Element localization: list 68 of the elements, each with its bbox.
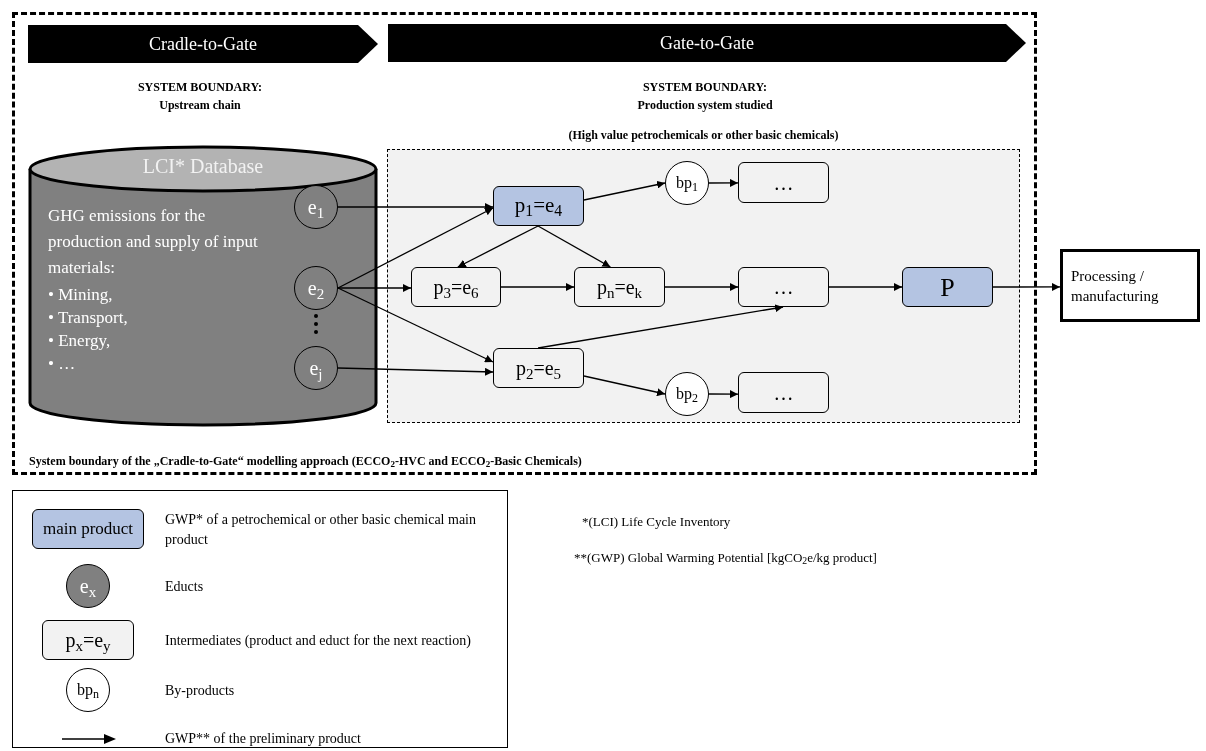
main-product-box bbox=[493, 186, 584, 226]
node-label: p$_{n}$=e$_{k}$ bbox=[596, 275, 643, 302]
area-heading: (High value petrochemicals or other basic chemicals) bbox=[567, 127, 840, 144]
boundary-label: SYSTEM BOUNDARY: bbox=[137, 79, 263, 96]
list-item: • Transport, bbox=[48, 307, 128, 329]
node-label: … bbox=[773, 380, 794, 406]
arrow bbox=[337, 367, 494, 376]
process-box bbox=[1060, 249, 1200, 322]
arrow bbox=[583, 180, 666, 201]
arrow bbox=[708, 390, 739, 399]
list-item: • Energy, bbox=[48, 330, 111, 352]
node-label: main product bbox=[42, 518, 134, 541]
arrow bbox=[583, 375, 666, 397]
node-label: p$_{2}$=e$_{5}$ bbox=[515, 356, 562, 383]
list-item: • Mining, bbox=[48, 284, 113, 306]
node-label: e$_{j}$ bbox=[309, 356, 323, 383]
arrow bbox=[708, 178, 739, 187]
intermediate-box bbox=[42, 620, 134, 660]
footnote: *(LCI) Life Cycle Inventory bbox=[582, 513, 731, 531]
boundary-label: Production system studied bbox=[637, 97, 773, 114]
node-label: e$_{x}$ bbox=[79, 574, 97, 601]
node-label: e$_{1}$ bbox=[307, 195, 325, 222]
list-item: • … bbox=[48, 353, 76, 375]
intermediate-box bbox=[738, 267, 829, 307]
node-label: bp$_{2}$ bbox=[676, 384, 698, 406]
node-label: p$_{3}$=e$_{6}$ bbox=[433, 275, 479, 302]
node-label: Processing / manufacturing bbox=[1070, 266, 1160, 306]
node-label: p$_{x}$=e$_{y}$ bbox=[65, 628, 111, 655]
arrow bbox=[337, 203, 494, 211]
main-product-box bbox=[32, 509, 144, 549]
database-cylinder bbox=[28, 145, 378, 427]
arrow bbox=[992, 282, 1061, 291]
boundary-label: SYSTEM BOUNDARY: bbox=[642, 79, 768, 96]
intermediate-box bbox=[738, 372, 829, 413]
node-label: … bbox=[773, 170, 794, 196]
boundary-label: Upstream chain bbox=[159, 97, 241, 114]
legend-text: GWP** of the preliminary product bbox=[165, 730, 362, 748]
node-label: … bbox=[773, 275, 794, 300]
footnote: **(GWP) Global Warming Potential [kgCO$_{2}$e/kg product] bbox=[574, 549, 877, 568]
legend-text: Educts bbox=[165, 578, 205, 596]
system-boundary-frame bbox=[12, 12, 1037, 475]
boundary-caption: System boundary of the „Cradle-to-Gate“ modelling approach (ECCO$_{2}$-HVC and ECCO$_{2}$-Basic Chemicals) bbox=[29, 453, 582, 470]
arrow bbox=[537, 225, 612, 268]
node-label: bp$_{n}$ bbox=[77, 680, 99, 702]
intermediate-box bbox=[411, 267, 501, 307]
arrow bbox=[337, 207, 494, 289]
node-label: p$_{1}$=e$_{4}$ bbox=[514, 192, 563, 222]
main-product-box bbox=[902, 267, 993, 307]
node-label: P bbox=[940, 271, 955, 304]
database-title: LCI* Database bbox=[141, 154, 265, 179]
arrow bbox=[828, 283, 903, 291]
arrow bbox=[500, 283, 575, 291]
intermediate-box bbox=[574, 267, 665, 307]
description: GHG emissions for the production and supply of input materials: bbox=[48, 205, 259, 279]
node-label: bp$_{1}$ bbox=[676, 173, 698, 195]
legend-text: Intermediates (product and educt for the next reaction) bbox=[165, 632, 472, 650]
arrow bbox=[457, 225, 539, 268]
intermediate-box bbox=[738, 162, 829, 203]
node-label: e$_{2}$ bbox=[307, 276, 325, 303]
arrow bbox=[537, 304, 784, 349]
arrow bbox=[337, 284, 412, 292]
phase-title: Gate-to-Gate bbox=[660, 31, 754, 55]
arrow bbox=[337, 287, 494, 363]
arrow bbox=[664, 283, 739, 291]
legend-text: By-products bbox=[165, 682, 236, 700]
phase-title: Cradle-to-Gate bbox=[149, 32, 257, 56]
legend-text: GWP* of a petrochemical or other basic chemical main product bbox=[165, 511, 477, 549]
intermediate-box bbox=[493, 348, 584, 388]
